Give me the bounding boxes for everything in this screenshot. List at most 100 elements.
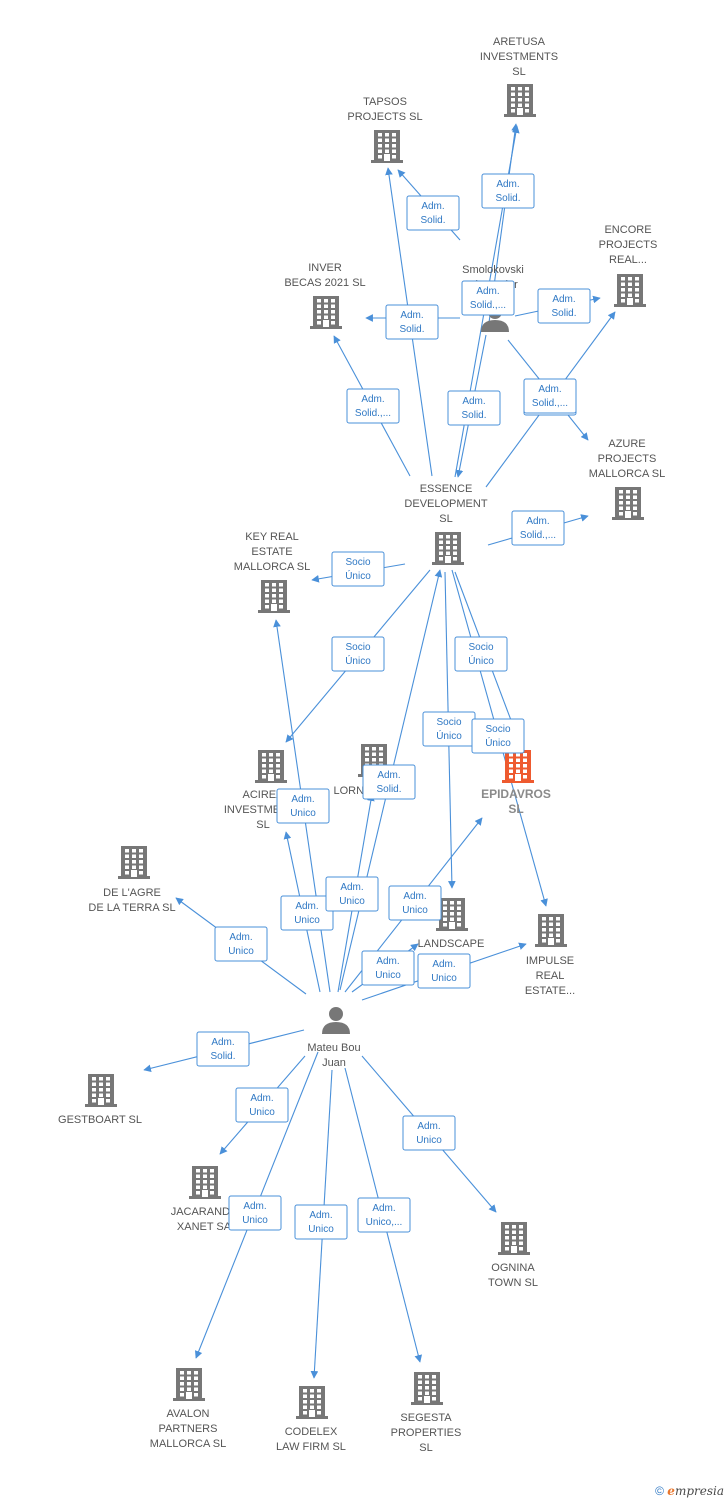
edge-label-box — [331, 636, 385, 672]
node-label: SEGESTA — [400, 1412, 452, 1424]
edge-label-text: Adm. — [243, 1201, 266, 1212]
edge-label-text: Adm. — [496, 179, 519, 190]
node-label: XANET SA — [177, 1221, 232, 1233]
edge-label-box — [511, 510, 565, 546]
edge-label-box — [346, 388, 400, 424]
edge-label-mateu-epidavros[interactable]: Adm.Unico — [388, 885, 442, 921]
edge-label-box — [357, 1197, 411, 1233]
edge-label-mateu-impulse[interactable]: Adm.Unico — [417, 953, 471, 989]
building-icon — [436, 898, 468, 931]
edge-label-box — [447, 390, 501, 426]
edge-label-mateu-essence[interactable]: Adm.Solid. — [362, 764, 416, 800]
edge-label-text: Unico — [339, 896, 365, 907]
edge-label-box — [331, 551, 385, 587]
edge-label-smolokovski-encore[interactable]: Adm.Solid. — [537, 288, 591, 324]
node-label: LAW FIRM SL — [276, 1441, 346, 1453]
copyright-icon: © — [655, 1484, 664, 1498]
node-encore[interactable]: ENCORE PROJECTS REAL... — [599, 224, 658, 307]
node-label: OGNINA — [491, 1262, 535, 1274]
building-icon — [296, 1386, 328, 1419]
node-label: DE LA TERRA SL — [88, 902, 175, 914]
node-label: REAL... — [609, 254, 647, 266]
edge-label-mateu-ognina[interactable]: Adm.Unico — [402, 1115, 456, 1151]
edge-label-smolokovski-tapsos[interactable]: Adm.Solid. — [406, 195, 460, 231]
edge-label-smolokovski-inver[interactable]: Adm.Solid. — [385, 304, 439, 340]
edge-label-box — [461, 280, 515, 316]
edge-label-mateu-keyreal[interactable]: Adm.Unico — [280, 895, 334, 931]
node-codelex[interactable]: CODELEX LAW FIRM SL — [276, 1386, 346, 1453]
edge-label-text: Adm. — [211, 1037, 234, 1048]
edge-label-smolokovski-essence[interactable]: Adm.Solid. — [447, 390, 501, 426]
edge-label-box — [523, 378, 577, 414]
edge-label-box — [362, 764, 416, 800]
edge-label-text: Unico — [290, 808, 316, 819]
edge-label-mateu-avalon[interactable]: Adm.Unico — [228, 1195, 282, 1231]
edge-label-mateu-acirea[interactable]: Adm.Unico — [276, 788, 330, 824]
edge-label-box — [402, 1115, 456, 1151]
node-label: PARTNERS — [159, 1423, 218, 1435]
node-label: KEY REAL — [245, 531, 299, 543]
node-label: ESTATE — [251, 546, 292, 558]
edge-label-essence-inver[interactable]: Adm.Solid.,... — [346, 388, 400, 424]
edge-label-essence-aretusa[interactable]: Adm.Solid.,... — [461, 280, 515, 316]
edge-label-smolokovski-aretusa[interactable]: Adm.Solid. — [481, 173, 535, 209]
edge-label-essence-encore[interactable]: Adm. Solid.,... — [523, 378, 577, 414]
node-label: ENCORE — [604, 224, 651, 236]
edge-label-mateu-delagre[interactable]: Adm.Unico — [214, 926, 268, 962]
edge-label-text: Adm. — [309, 1210, 332, 1221]
brand-credit[interactable]: © empresia — [655, 1484, 724, 1498]
edge-label-text: Solid.,... — [470, 300, 506, 311]
node-label: PROJECTS — [599, 239, 658, 251]
edge-label-text: Adm. — [462, 396, 485, 407]
edge-label-mateu-codelex[interactable]: Adm. Unico — [294, 1204, 348, 1240]
person-icon — [322, 1007, 350, 1034]
node-delagre[interactable]: DE L'AGRE DE LA TERRA SL — [88, 846, 176, 914]
edge-label-text: Solid. — [210, 1051, 235, 1062]
edge-label-box — [294, 1204, 348, 1240]
edge-label-text: Adm. — [538, 384, 561, 395]
edge-label-text: Unico — [402, 905, 428, 916]
edge-label-text: Adm. — [421, 201, 444, 212]
edge-label-mateu-gestboart[interactable]: Adm. Solid. — [196, 1031, 250, 1067]
edge-label-mateu-jacaranda[interactable]: Adm.Unico — [235, 1087, 289, 1123]
edge-label-essence-azure[interactable]: Adm.Solid.,... — [511, 510, 565, 546]
node-label: CODELEX — [285, 1426, 338, 1438]
brand-logo: empresia — [667, 1484, 724, 1498]
edge-label-mateu-landscape[interactable]: Adm. Unico — [361, 950, 415, 986]
node-label: BECAS 2021 SL — [284, 277, 365, 289]
node-label: PROJECTS SL — [347, 111, 422, 123]
edge-label-text: Solid. — [376, 784, 401, 795]
node-label: EPIDAVROS — [481, 787, 551, 801]
edge-label-text: Unico — [375, 970, 401, 981]
edge-label-text: Solid.,... — [532, 398, 568, 409]
node-label: DE L'AGRE — [103, 887, 161, 899]
node-gestboart[interactable]: GESTBOART SL — [58, 1074, 142, 1126]
edge-label-text: Unico — [308, 1224, 334, 1235]
edge-label-mateu-lorna[interactable]: Adm. Unico — [325, 876, 379, 912]
edge-label-text: Adm. — [372, 1203, 395, 1214]
node-impulse[interactable]: IMPULSEREALESTATE... — [525, 914, 575, 997]
edge-label-text: Único — [345, 654, 371, 667]
edge-label-mateu-segesta[interactable]: Adm.Unico,... — [357, 1197, 411, 1233]
edge-label-text: Adm. — [376, 956, 399, 967]
edge-label-text: Adm. — [340, 882, 363, 893]
